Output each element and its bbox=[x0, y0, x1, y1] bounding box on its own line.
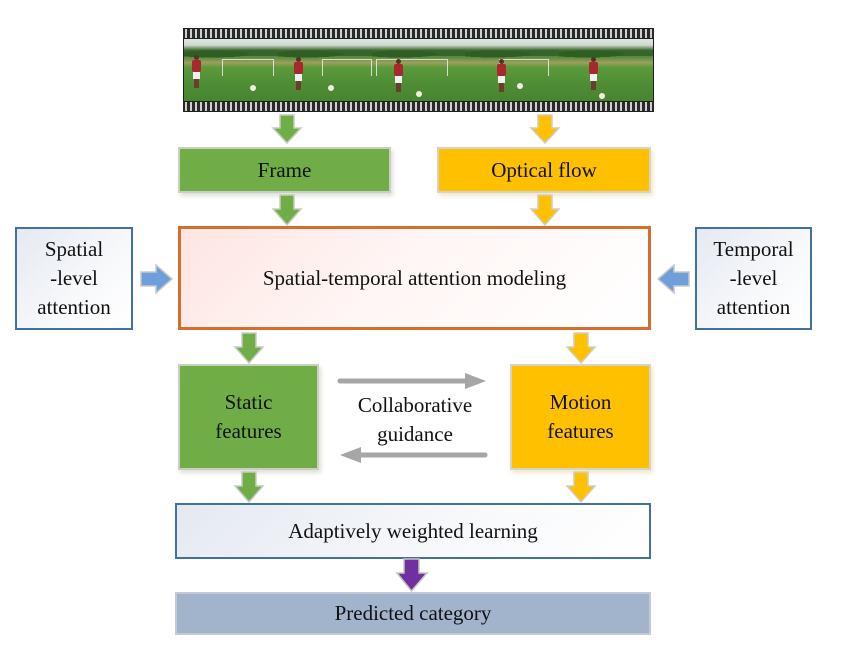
spatial-attention-node: Spatial -level attention bbox=[15, 227, 133, 330]
collaborative-guidance-line-2: guidance bbox=[377, 422, 453, 446]
film-perforation-bottom bbox=[183, 102, 654, 111]
temporal-attention-line-1: Temporal bbox=[713, 237, 794, 261]
optical-flow-label: Optical flow bbox=[491, 157, 597, 182]
arrow-down-icon bbox=[565, 332, 597, 365]
arrow-down-icon bbox=[271, 114, 303, 145]
video-frame-1 bbox=[184, 39, 278, 101]
temporal-attention-node: Temporal -level attention bbox=[695, 227, 812, 330]
video-frame-2 bbox=[277, 39, 372, 101]
static-features-line-2: features bbox=[215, 419, 282, 443]
attention-modeling-label: Spatial-temporal attention modeling bbox=[262, 265, 567, 290]
spatial-attention-line-3: attention bbox=[37, 295, 111, 319]
arrow-right-icon bbox=[337, 372, 488, 390]
arrow-right-icon bbox=[140, 263, 174, 295]
motion-features-node: Motion features bbox=[510, 364, 651, 470]
arrow-down-icon bbox=[233, 471, 265, 504]
adaptive-learning-node: Adaptively weighted learning bbox=[175, 503, 651, 559]
temporal-attention-line-2: -level bbox=[729, 266, 778, 290]
arrow-down-icon bbox=[565, 471, 597, 504]
video-frame-4 bbox=[465, 39, 560, 101]
static-features-line-1: Static bbox=[224, 390, 273, 414]
arrow-down-icon bbox=[271, 194, 303, 227]
frame-node: Frame bbox=[178, 147, 391, 193]
predicted-category-label: Predicted category bbox=[334, 601, 492, 625]
video-filmstrip bbox=[183, 28, 654, 112]
arrow-left-icon bbox=[338, 446, 488, 464]
motion-features-line-2: features bbox=[547, 419, 614, 443]
optical-flow-node: Optical flow bbox=[437, 147, 651, 193]
predicted-category-node: Predicted category bbox=[175, 592, 651, 635]
video-frames bbox=[184, 39, 653, 101]
video-frame-3 bbox=[371, 39, 466, 101]
video-frame-5 bbox=[559, 39, 653, 101]
arrow-down-icon bbox=[233, 332, 265, 365]
arrow-left-icon bbox=[656, 263, 690, 295]
arrow-down-icon bbox=[529, 114, 561, 145]
arrow-down-icon bbox=[529, 194, 561, 227]
static-features-node: Static features bbox=[178, 364, 319, 470]
film-perforation-top bbox=[183, 29, 654, 38]
collaborative-guidance-label: Collaborative guidance bbox=[330, 390, 500, 450]
attention-modeling-node: Spatial-temporal attention modeling bbox=[178, 226, 651, 330]
arrow-down-icon bbox=[395, 558, 429, 593]
collaborative-guidance-line-1: Collaborative bbox=[357, 393, 473, 417]
frame-label: Frame bbox=[257, 157, 312, 182]
temporal-attention-line-3: attention bbox=[716, 295, 791, 319]
adaptive-learning-label: Adaptively weighted learning bbox=[288, 518, 538, 543]
spatial-attention-line-1: Spatial bbox=[44, 237, 104, 261]
spatial-attention-line-2: -level bbox=[50, 266, 98, 290]
motion-features-line-1: Motion bbox=[549, 390, 612, 414]
